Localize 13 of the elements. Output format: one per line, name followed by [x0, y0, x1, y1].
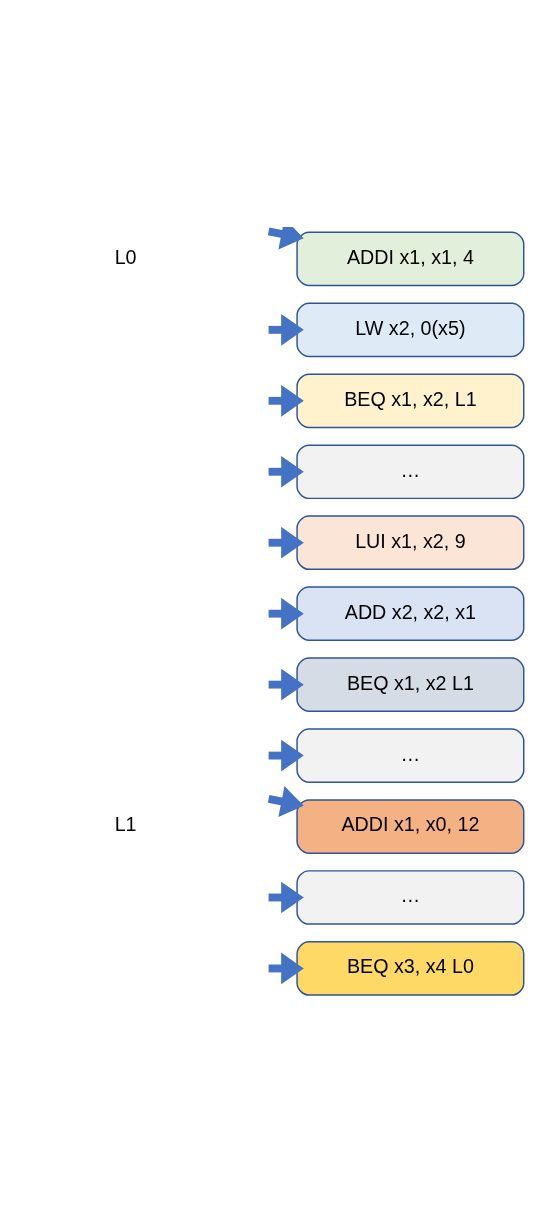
node-box: … [296, 869, 525, 925]
node-box: LW x2, 0(x5) [296, 302, 525, 357]
label: L1 [114, 812, 137, 835]
node-box: ADD x2, x2, x1 [296, 585, 525, 641]
node-box: LUI x1, x2, 9 [296, 514, 525, 570]
node-box: BEQ x1, x2, L1 [296, 372, 525, 428]
node-box: … [296, 443, 525, 499]
node-box: … [296, 727, 525, 783]
node-box: ADDI x1, x0, 12 [296, 798, 525, 854]
node-box: BEQ x1, x2 L1 [296, 656, 525, 712]
node-box: ADDI x1, x1, 4 [296, 231, 525, 286]
node-box: BEQ x3, x4 L0 [296, 940, 525, 996]
label: L0 [114, 245, 137, 268]
